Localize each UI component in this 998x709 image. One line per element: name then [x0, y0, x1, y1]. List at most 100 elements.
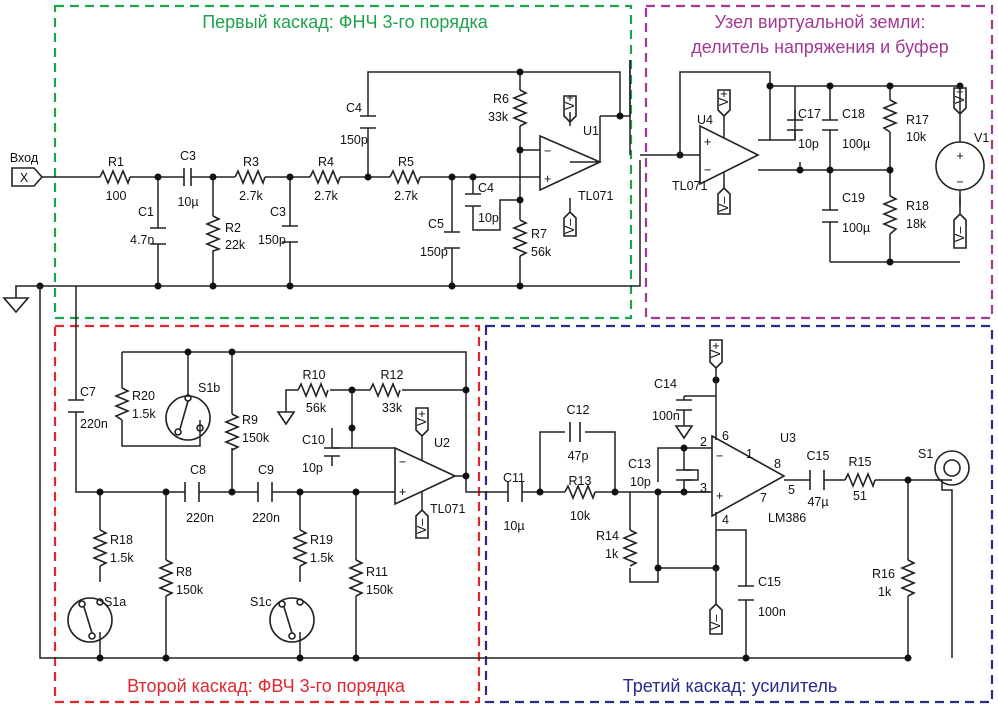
- label-components-c10-value: 10p: [302, 461, 323, 475]
- label-components-u3-type: LM386: [768, 511, 806, 525]
- ground-symbol: [2, 285, 40, 314]
- label-supplies-vminus: V–: [953, 227, 967, 242]
- label-components-c3a-name: C3: [180, 149, 196, 163]
- label-components-c12-name: C12: [567, 403, 590, 417]
- label-components-u1-type: TL071: [578, 189, 613, 203]
- stage1-wires: [40, 60, 641, 287]
- label-components-r3-name: R3: [243, 155, 259, 169]
- label-components-r9-name: R9: [242, 413, 258, 427]
- label-components-c17-name: C17: [798, 107, 821, 121]
- stage2-junctions: [96, 348, 470, 662]
- label-pins-p8: 8: [774, 457, 781, 471]
- svg-text:+: +: [704, 135, 711, 149]
- label-components-r10-name: R10: [303, 368, 326, 382]
- svg-text:+: +: [956, 149, 963, 163]
- ground-c14: [674, 425, 694, 440]
- label-components-r6-value: 33k: [488, 110, 509, 124]
- label-components-c4a-value: 150p: [340, 133, 368, 147]
- resistor-r19: [291, 529, 309, 567]
- resistor-r20: [113, 387, 131, 421]
- capacitor-c5: [444, 231, 460, 249]
- capacitor-c4b: [465, 193, 481, 207]
- label-supplies-vminus: V–: [415, 519, 429, 534]
- u3-vplus: V+: [709, 339, 723, 396]
- label-components-r12-name: R12: [381, 368, 404, 382]
- v1-vplus: V+: [953, 87, 967, 116]
- label-components-c7-name: C7: [80, 385, 96, 399]
- virtual-ground-box: [644, 4, 994, 320]
- label-components-r15-name: R15: [849, 455, 872, 469]
- label-components-r18b-value: 1.5k: [110, 551, 134, 565]
- switch-s1b: [165, 394, 211, 441]
- label-components-r17-name: R17: [906, 113, 929, 127]
- opamp-u1: − +: [539, 134, 602, 192]
- label-components-c15a-value: 47µ: [807, 495, 828, 509]
- capacitor-c9: [257, 482, 273, 502]
- svg-text:−: −: [956, 175, 963, 189]
- label-components-u1-name: U1: [583, 124, 599, 138]
- label-components-c1-name: C1: [138, 205, 154, 219]
- label-components-c3a-value: 10µ: [177, 195, 198, 209]
- svg-text:−: −: [399, 455, 406, 469]
- label-components-r10-value: 56k: [306, 401, 327, 415]
- svg-text:+: +: [544, 172, 551, 186]
- label-components-c9-name: C9: [258, 463, 274, 477]
- resistor-r10: [297, 381, 329, 399]
- label-supplies-vplus: V+: [953, 88, 967, 104]
- v1-vminus: V–: [953, 212, 967, 249]
- amplifier-u3: − +: [711, 434, 786, 518]
- stage2-title: Второй каскад: ФВЧ 3-го порядка: [127, 676, 406, 696]
- label-components-r12-value: 33k: [382, 401, 403, 415]
- label-components-r11-value: 150k: [366, 583, 394, 597]
- label-components-s1-name: S1: [918, 447, 933, 461]
- resistor-r9: [223, 413, 241, 451]
- resistor-r17: [881, 99, 899, 133]
- u4-vplus: V+: [717, 89, 731, 138]
- label-components-r14-value: 1k: [605, 547, 619, 561]
- label-components-r5-name: R5: [398, 155, 414, 169]
- label-components-c13-value: 10p: [630, 475, 651, 489]
- label-components-r1-value: 100: [106, 189, 127, 203]
- capacitor-c3a: [175, 168, 200, 186]
- resistor-r13: [564, 483, 596, 501]
- u1-vplus: V+: [563, 94, 577, 124]
- capacitor-c11: [507, 482, 523, 502]
- resistor-r11: [347, 559, 365, 597]
- label-pins-p4: 4: [722, 513, 729, 527]
- label-components-c9-value: 220n: [252, 511, 280, 525]
- u3-vminus: V–: [709, 568, 723, 635]
- label-components-v1-name: V1: [974, 131, 989, 145]
- label-components-r9-value: 150k: [242, 431, 270, 445]
- capacitor-c7: [68, 399, 84, 413]
- svg-text:−: −: [544, 144, 551, 158]
- label-components-r7-name: R7: [531, 227, 547, 241]
- label-components-r8-name: R8: [176, 565, 192, 579]
- label-components-c18-name: C18: [842, 107, 865, 121]
- capacitor-c14: [676, 399, 692, 411]
- label-components-r13-value: 10k: [570, 509, 591, 523]
- resistor-r12: [369, 381, 401, 399]
- label-components-u4-type: TL071: [672, 179, 707, 193]
- label-components-c19-name: C19: [842, 191, 865, 205]
- label-components-r7-value: 56k: [531, 245, 552, 259]
- resistor-r1: [99, 168, 131, 186]
- label-components-c4a-name: C4: [346, 101, 362, 115]
- label-components-r11-name: R11: [366, 565, 388, 579]
- label-components-c8-name: C8: [190, 463, 206, 477]
- label-pins-p3: 3: [700, 481, 707, 495]
- u1-vminus: V–: [563, 210, 577, 237]
- vg-title-line2: делитель напряжения и буфер: [691, 37, 948, 57]
- label-components-r20-name: R20: [132, 389, 155, 403]
- label-supplies-vminus: V–: [709, 615, 723, 630]
- label-supplies-vplus: V+: [563, 94, 577, 110]
- label-components-r3-value: 2.7k: [239, 189, 263, 203]
- label-components-c11-value: 10µ: [503, 519, 524, 533]
- label-components-c10-name: C10: [302, 433, 325, 447]
- label-components-c14-name: C14: [654, 377, 677, 391]
- label-pins-p6: 6: [722, 429, 729, 443]
- label-components-r5-value: 2.7k: [394, 189, 418, 203]
- u4-vminus: V–: [717, 172, 731, 215]
- label-components-c17-value: 10p: [798, 137, 819, 151]
- label-components-c5-name: C5: [428, 217, 444, 231]
- label-components-r18a-value: 18k: [906, 217, 927, 231]
